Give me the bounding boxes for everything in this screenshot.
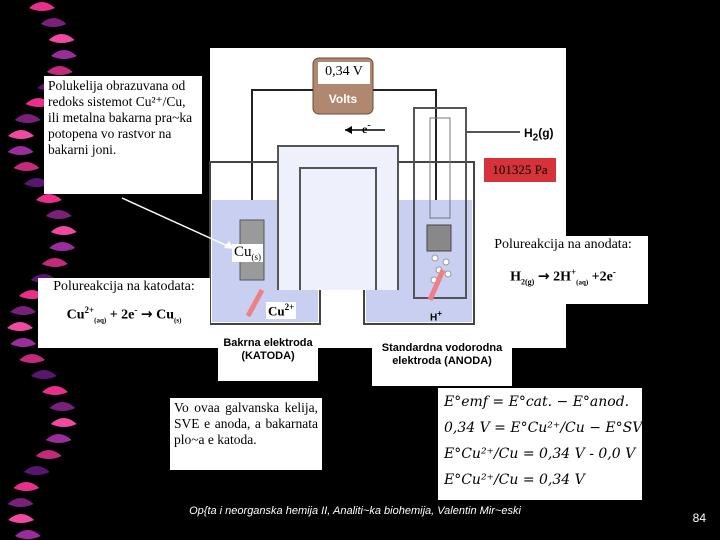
cathode-electrode-label: Bakrna elektroda (KATODA)	[218, 331, 318, 381]
hydrogen-tube	[413, 107, 467, 299]
spiral-segment	[46, 66, 73, 75]
spiral-segment	[30, 370, 57, 379]
electron-label: e-	[362, 120, 371, 136]
page-number: 84	[692, 511, 706, 525]
salt-bridge	[277, 145, 399, 290]
decorative-spiral	[7, 2, 77, 539]
equation-4: E°Cu²⁺/Cu = 0,34 V	[444, 472, 585, 488]
spiral-segment	[50, 50, 77, 59]
spiral-segment	[41, 258, 68, 267]
cathode-equation: Cu2+(aq) + 2e- → Cu(s)	[66, 305, 182, 325]
spiral-segment	[29, 2, 55, 11]
cathode-half-reaction: Polureakcija na katodata: Cu2+(aq) + 2e-…	[38, 278, 210, 348]
half-cell-note: Polukelija obrazuvana od redoks sistemot…	[44, 76, 202, 194]
equation-2: 0,34 V = E°Cu²⁺/Cu − E°SVE	[444, 420, 653, 436]
pressure-value: 101325 Pa	[492, 162, 548, 177]
gas-label: H2(g)	[524, 126, 554, 144]
slide-footer: Op{ta i neorganska hemija II, Analiti~ka…	[189, 505, 521, 517]
spiral-segment	[7, 498, 34, 507]
equation-3: E°Cu²⁺/Cu = 0,34 V - 0,0 V	[444, 446, 636, 462]
spiral-segment	[23, 466, 50, 475]
voltmeter-display	[318, 62, 370, 84]
spiral-segment	[50, 418, 77, 427]
voltmeter-label: Volts	[328, 92, 358, 106]
spiral-segment	[35, 194, 62, 203]
spiral-segment	[10, 338, 37, 347]
voltmeter-value: 0,34 V	[325, 64, 363, 79]
anode-title: Polureakcija na anodata:	[494, 237, 632, 252]
spiral-segment	[50, 226, 77, 235]
spiral-segment	[49, 242, 76, 251]
anode-half-reaction: Polureakcija na anodata: H2(g) → 2H+(aq)…	[478, 236, 648, 304]
galvanic-cell-note: Vo ovaa galvanska kelija, SVE e anoda, a…	[170, 398, 322, 470]
spiral-segment	[7, 322, 34, 331]
spiral-segment	[35, 450, 62, 459]
spiral-segment	[8, 514, 35, 523]
spiral-segment	[7, 146, 34, 155]
spiral-segment	[14, 530, 41, 539]
spiral-segment	[45, 434, 72, 443]
spiral-segment	[10, 306, 37, 315]
spiral-segment	[42, 386, 69, 395]
spiral-segment	[49, 402, 76, 411]
spiral-segment	[8, 130, 35, 139]
pressure-box	[484, 158, 556, 182]
cathode-title: Polureakcija na katodata:	[53, 279, 195, 294]
platinum-electrode	[426, 224, 452, 252]
cu-solid-label: Cu(s)	[232, 244, 264, 262]
h-ion-label: H+	[430, 308, 443, 324]
spiral-segment	[23, 178, 50, 187]
cu-ion-label: Cu2+	[266, 302, 297, 320]
right-arrow-icon: →	[140, 306, 153, 323]
anode-equation: H2(g) → 2H+(aq) +2e-	[510, 267, 616, 287]
spiral-segment	[48, 34, 75, 43]
spiral-segment	[40, 18, 67, 27]
spiral-segment	[13, 482, 40, 491]
equation-1: E°emf = E°cat. − E°anod.	[444, 394, 630, 410]
spiral-segment	[19, 354, 46, 363]
spiral-segment	[45, 210, 72, 219]
right-arrow-icon: →	[537, 268, 550, 285]
equations-box: E°emf = E°cat. − E°anod. 0,34 V = E°Cu²⁺…	[438, 388, 653, 500]
spiral-segment	[14, 114, 41, 123]
spiral-segment	[13, 162, 40, 171]
anode-electrode-label: Standardna vodorodna elektroda (ANODA)	[372, 336, 512, 386]
